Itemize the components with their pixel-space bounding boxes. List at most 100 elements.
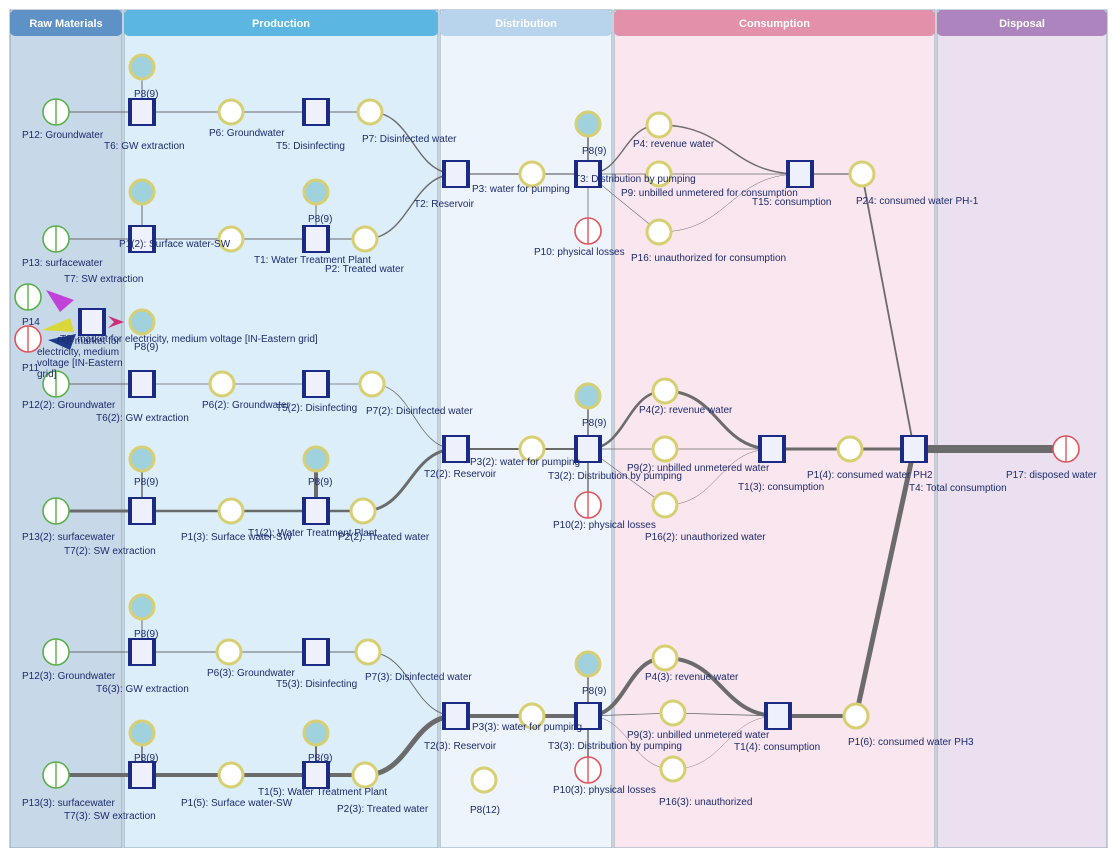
- place-p12[interactable]: [42, 98, 70, 126]
- place-circle[interactable]: [217, 98, 245, 126]
- place-p8l[interactable]: [302, 719, 330, 747]
- transition-t7[interactable]: [128, 225, 156, 253]
- place-p16_2[interactable]: [651, 491, 679, 519]
- transition-t5_3[interactable]: [302, 638, 330, 666]
- place-circle[interactable]: [358, 370, 386, 398]
- place-circle[interactable]: [574, 110, 602, 138]
- place-circle[interactable]: [302, 445, 330, 473]
- transition-t1_5[interactable]: [302, 761, 330, 789]
- transition-box[interactable]: [302, 370, 330, 398]
- place-circle[interactable]: [842, 702, 870, 730]
- transition-box[interactable]: [786, 160, 814, 188]
- place-circle[interactable]: [302, 178, 330, 206]
- place-circle[interactable]: [128, 445, 156, 473]
- place-p8c[interactable]: [128, 178, 156, 206]
- transition-box[interactable]: [764, 702, 792, 730]
- place-circle[interactable]: [217, 225, 245, 253]
- place-p11[interactable]: [14, 325, 42, 353]
- transition-box[interactable]: [78, 308, 106, 336]
- place-circle[interactable]: [217, 497, 245, 525]
- transition-t2_3[interactable]: [442, 702, 470, 730]
- place-p9_3[interactable]: [659, 699, 687, 727]
- place-p1_6[interactable]: [842, 702, 870, 730]
- place-circle[interactable]: [645, 160, 673, 188]
- place-circle[interactable]: [518, 702, 546, 730]
- place-p8i[interactable]: [128, 593, 156, 621]
- transition-t1_2[interactable]: [302, 497, 330, 525]
- place-p1_3[interactable]: [217, 497, 245, 525]
- transition-t5_2[interactable]: [302, 370, 330, 398]
- place-p1_5[interactable]: [217, 761, 245, 789]
- place-circle[interactable]: [574, 650, 602, 678]
- transition-box[interactable]: [302, 98, 330, 126]
- transition-t7_3[interactable]: [128, 761, 156, 789]
- place-circle[interactable]: [518, 435, 546, 463]
- place-p6_2[interactable]: [208, 370, 236, 398]
- place-p6[interactable]: [217, 98, 245, 126]
- place-p1_2[interactable]: [217, 225, 245, 253]
- transition-box[interactable]: [302, 225, 330, 253]
- place-p1_4[interactable]: [836, 435, 864, 463]
- place-circle[interactable]: [659, 699, 687, 727]
- place-p10_3[interactable]: [574, 756, 602, 784]
- place-p8a[interactable]: [128, 53, 156, 81]
- transition-box[interactable]: [128, 761, 156, 789]
- place-p13[interactable]: [42, 225, 70, 253]
- place-p12_3[interactable]: [42, 638, 70, 666]
- place-circle[interactable]: [651, 491, 679, 519]
- place-circle[interactable]: [349, 497, 377, 525]
- transition-t7_2[interactable]: [128, 497, 156, 525]
- place-circle[interactable]: [302, 719, 330, 747]
- transition-box[interactable]: [758, 435, 786, 463]
- place-circle[interactable]: [128, 178, 156, 206]
- place-p17[interactable]: [1052, 435, 1080, 463]
- place-circle[interactable]: [836, 435, 864, 463]
- transition-t4[interactable]: [900, 435, 928, 463]
- place-circle[interactable]: [518, 160, 546, 188]
- place-p8k[interactable]: [128, 719, 156, 747]
- place-circle[interactable]: [651, 644, 679, 672]
- place-p3[interactable]: [518, 160, 546, 188]
- place-p10[interactable]: [574, 217, 602, 245]
- transition-t3_2[interactable]: [574, 435, 602, 463]
- place-circle[interactable]: [215, 638, 243, 666]
- place-p7_3[interactable]: [354, 638, 382, 666]
- place-p2[interactable]: [351, 225, 379, 253]
- place-p2_3[interactable]: [351, 761, 379, 789]
- transition-t3_3[interactable]: [574, 702, 602, 730]
- place-circle[interactable]: [470, 766, 498, 794]
- place-circle[interactable]: [128, 53, 156, 81]
- place-p7[interactable]: [356, 98, 384, 126]
- place-p12b[interactable]: [470, 766, 498, 794]
- transition-t6[interactable]: [128, 98, 156, 126]
- transition-t15[interactable]: [786, 160, 814, 188]
- place-circle[interactable]: [128, 719, 156, 747]
- transition-box[interactable]: [442, 160, 470, 188]
- place-p4_2[interactable]: [651, 377, 679, 405]
- transition-box[interactable]: [302, 638, 330, 666]
- place-p9_2[interactable]: [651, 435, 679, 463]
- place-circle[interactable]: [574, 382, 602, 410]
- place-p8j[interactable]: [574, 650, 602, 678]
- place-circle[interactable]: [217, 761, 245, 789]
- place-circle[interactable]: [651, 377, 679, 405]
- place-circle[interactable]: [645, 218, 673, 246]
- place-circle[interactable]: [354, 638, 382, 666]
- transition-t6_3[interactable]: [128, 638, 156, 666]
- place-circle[interactable]: [128, 308, 156, 336]
- place-p8d[interactable]: [302, 178, 330, 206]
- transition-t3[interactable]: [574, 160, 602, 188]
- place-p16[interactable]: [645, 218, 673, 246]
- transition-box[interactable]: [302, 761, 330, 789]
- place-p8h[interactable]: [302, 445, 330, 473]
- place-circle[interactable]: [208, 370, 236, 398]
- place-p9[interactable]: [645, 160, 673, 188]
- place-p3_2[interactable]: [518, 435, 546, 463]
- place-p8g[interactable]: [128, 445, 156, 473]
- transition-box[interactable]: [128, 638, 156, 666]
- transition-t2[interactable]: [442, 160, 470, 188]
- transition-t6_2[interactable]: [128, 370, 156, 398]
- transition-t1_4[interactable]: [764, 702, 792, 730]
- place-p8f[interactable]: [574, 382, 602, 410]
- place-p12_2[interactable]: [42, 370, 70, 398]
